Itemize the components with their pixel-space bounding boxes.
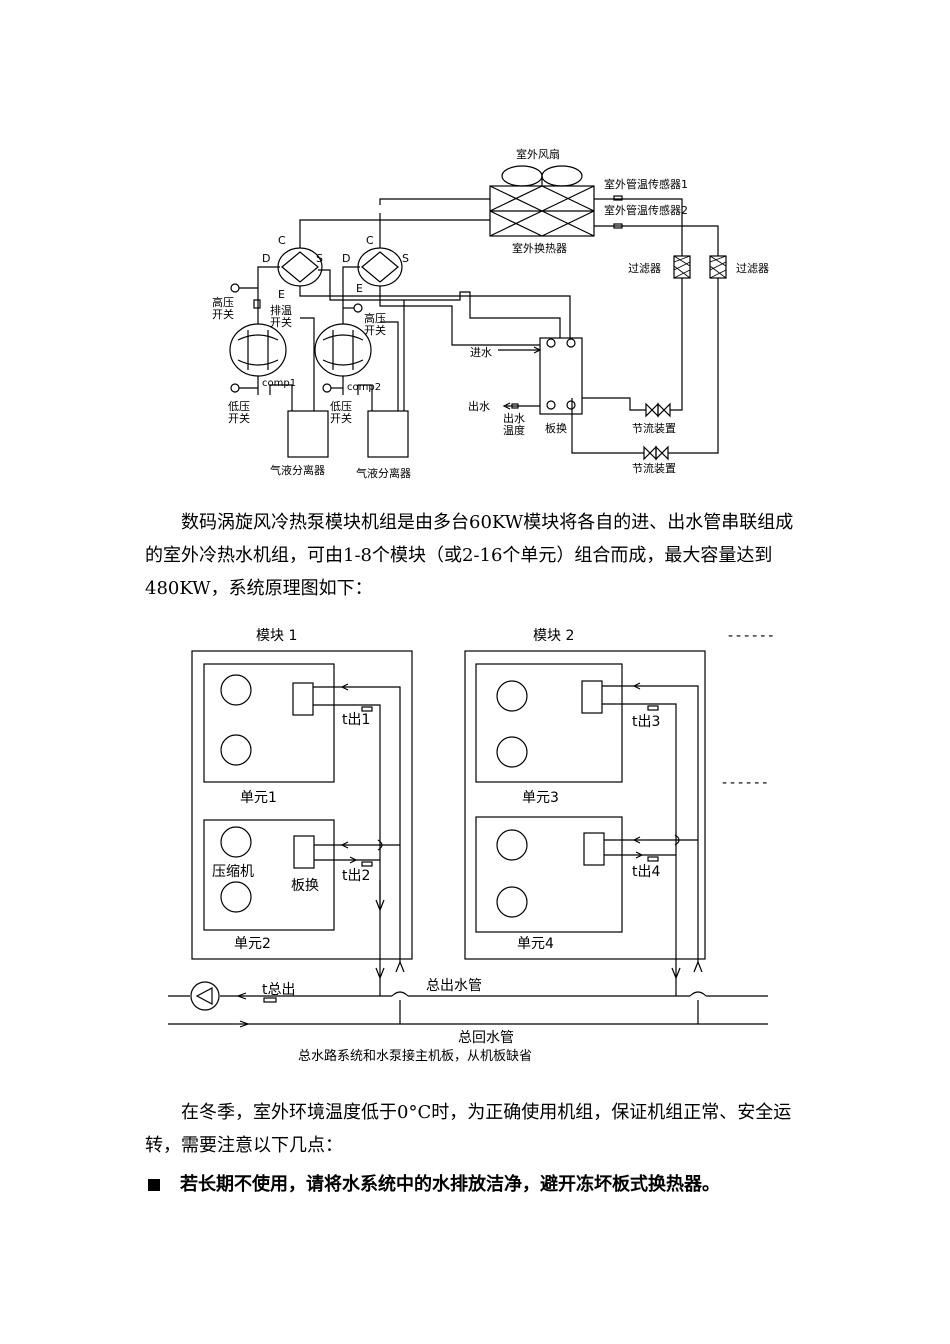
port-c1-label: C bbox=[278, 234, 286, 247]
comp2-label: comp2 bbox=[347, 382, 381, 393]
square-bullet-icon bbox=[148, 1179, 160, 1191]
unit-4-label: 单元4 bbox=[517, 936, 554, 952]
port-d1-label: D bbox=[262, 252, 270, 265]
port-s1-label: S bbox=[316, 252, 323, 265]
unit-3-frame bbox=[475, 663, 623, 783]
module-1-frame bbox=[191, 650, 413, 960]
compressor-icon bbox=[220, 826, 252, 858]
low-pressure-1-label-2: 开关 bbox=[228, 411, 250, 425]
low-pressure-1-label: 低压 bbox=[228, 400, 250, 413]
continuation-dashes: ------ bbox=[722, 775, 770, 791]
t-out-4-label: t出4 bbox=[632, 864, 660, 880]
plate-exchanger-icon bbox=[539, 337, 583, 415]
compressor-icon bbox=[496, 680, 528, 712]
exhaust-temp-label: 排温 bbox=[270, 303, 292, 317]
refrigeration-circuit-diagram: 室外风扇 室外管温传感器1 室外管温传感器2 室外换热器 过滤器 过滤器 C D… bbox=[212, 147, 769, 480]
port-e1-label: E bbox=[278, 288, 285, 301]
water-pump-icon bbox=[190, 981, 220, 1011]
outdoor-exchanger-icon bbox=[489, 185, 595, 237]
unit-1-label: 单元1 bbox=[240, 790, 277, 806]
filter-1-label: 过滤器 bbox=[628, 262, 661, 275]
outlet-temp-label: 出水 bbox=[503, 411, 525, 425]
port-s2-label: S bbox=[402, 252, 409, 265]
bullet-text: 若长期不使用，请将水系统中的水排放洁净，避开冻坏板式换热器。 bbox=[180, 1174, 720, 1195]
outdoor-exchanger-label: 室外换热器 bbox=[512, 241, 567, 255]
filter-2-label: 过滤器 bbox=[736, 262, 769, 275]
continuation-dashes: ------ bbox=[728, 628, 776, 644]
module-2-label: 模块 2 bbox=[533, 628, 574, 644]
compressor-icon bbox=[496, 829, 528, 861]
intro-paragraph: 数码涡旋风冷热泵模块机组是由多台60KW模块将各自的进、出水管串联组成的室外冷热… bbox=[145, 512, 794, 599]
unit-3-label: 单元3 bbox=[522, 790, 559, 806]
plate-exchanger-label: 板换 bbox=[291, 877, 319, 894]
water-system-diagram: 模块 1 模块 2 ------ ------ 单元1 单元2 单元3 单元4 … bbox=[168, 628, 776, 1064]
compressor-icon bbox=[220, 881, 252, 913]
unit-2-frame bbox=[203, 819, 335, 931]
pipe-sensor-1-icon bbox=[613, 195, 623, 201]
compressor-icon bbox=[496, 886, 528, 918]
port-c2-label: C bbox=[366, 234, 374, 247]
throttle-1-label: 节流装置 bbox=[632, 421, 676, 435]
filter-2-icon bbox=[709, 255, 727, 279]
water-out-label: 出水 bbox=[468, 399, 490, 413]
plate-exchanger-icon bbox=[293, 835, 315, 869]
compressor-icon bbox=[496, 736, 528, 768]
main-out-pipe-label: 总出水管 bbox=[426, 978, 482, 994]
compressor-1-icon bbox=[229, 323, 287, 377]
plate-exchanger-label: 板换 bbox=[545, 421, 567, 435]
compressor-2-icon bbox=[314, 323, 372, 377]
water-in-label: 进水 bbox=[470, 346, 492, 359]
module-2-frame bbox=[464, 650, 706, 960]
throttle-2-label: 节流装置 bbox=[632, 461, 676, 475]
compressor-icon bbox=[220, 674, 252, 706]
comp1-label: comp1 bbox=[262, 378, 296, 389]
high-pressure-2-label-2: 开关 bbox=[364, 323, 386, 337]
separator-2-label: 气液分离器 bbox=[356, 466, 411, 480]
pipe-sensor-1-label: 室外管温传感器1 bbox=[604, 177, 688, 191]
port-d2-label: D bbox=[342, 252, 350, 265]
module-1-label: 模块 1 bbox=[256, 628, 297, 644]
throttle-valve-1-icon bbox=[645, 402, 671, 418]
compressor-label: 压缩机 bbox=[212, 864, 254, 880]
main-return-pipe-label: 总回水管 bbox=[458, 1030, 514, 1046]
low-pressure-2-label-2: 开关 bbox=[330, 411, 352, 425]
compressor-icon bbox=[220, 734, 252, 766]
winter-paragraph: 在冬季，室外环境温度低于0°C时，为正确使用机组，保证机组正常、安全运转，需要注… bbox=[145, 1102, 792, 1156]
outlet-temp-label-2: 温度 bbox=[503, 423, 525, 437]
four-way-valve-2-icon bbox=[357, 247, 403, 287]
plate-exchanger-icon bbox=[581, 680, 603, 714]
port-e2-label: E bbox=[356, 282, 363, 295]
low-pressure-2-label: 低压 bbox=[330, 400, 352, 413]
t-out-1-label: t出1 bbox=[342, 712, 370, 728]
t-out-2-label: t出2 bbox=[342, 868, 370, 884]
separator-1-icon bbox=[287, 410, 329, 458]
high-pressure-1-label: 高压 bbox=[212, 295, 234, 309]
unit-1-frame bbox=[203, 663, 335, 783]
high-pressure-1-label-2: 开关 bbox=[212, 307, 234, 321]
pipe-sensor-2-label: 室外管温传感器2 bbox=[604, 203, 688, 217]
filter-1-icon bbox=[673, 255, 691, 279]
t-out-3-label: t出3 bbox=[632, 714, 660, 730]
plate-exchanger-icon bbox=[583, 832, 605, 866]
outdoor-fan-icon bbox=[501, 165, 583, 187]
t-total-out-label: t总出 bbox=[262, 982, 296, 998]
outdoor-fan-label: 室外风扇 bbox=[516, 147, 560, 161]
unit-2-label: 单元2 bbox=[234, 936, 271, 952]
throttle-valve-2-icon bbox=[643, 445, 669, 461]
separator-1-label: 气液分离器 bbox=[270, 463, 325, 477]
bullet-item: 若长期不使用，请将水系统中的水排放洁净，避开冻坏板式换热器。 bbox=[145, 1170, 825, 1200]
high-pressure-2-label: 高压 bbox=[364, 311, 386, 325]
unit-4-frame bbox=[475, 816, 623, 933]
exhaust-temp-label-2: 开关 bbox=[270, 315, 292, 329]
plate-exchanger-icon bbox=[292, 682, 314, 716]
diagram-footnote: 总水路系统和水泵接主机板，从机板缺省 bbox=[298, 1048, 532, 1064]
separator-2-icon bbox=[367, 410, 409, 458]
